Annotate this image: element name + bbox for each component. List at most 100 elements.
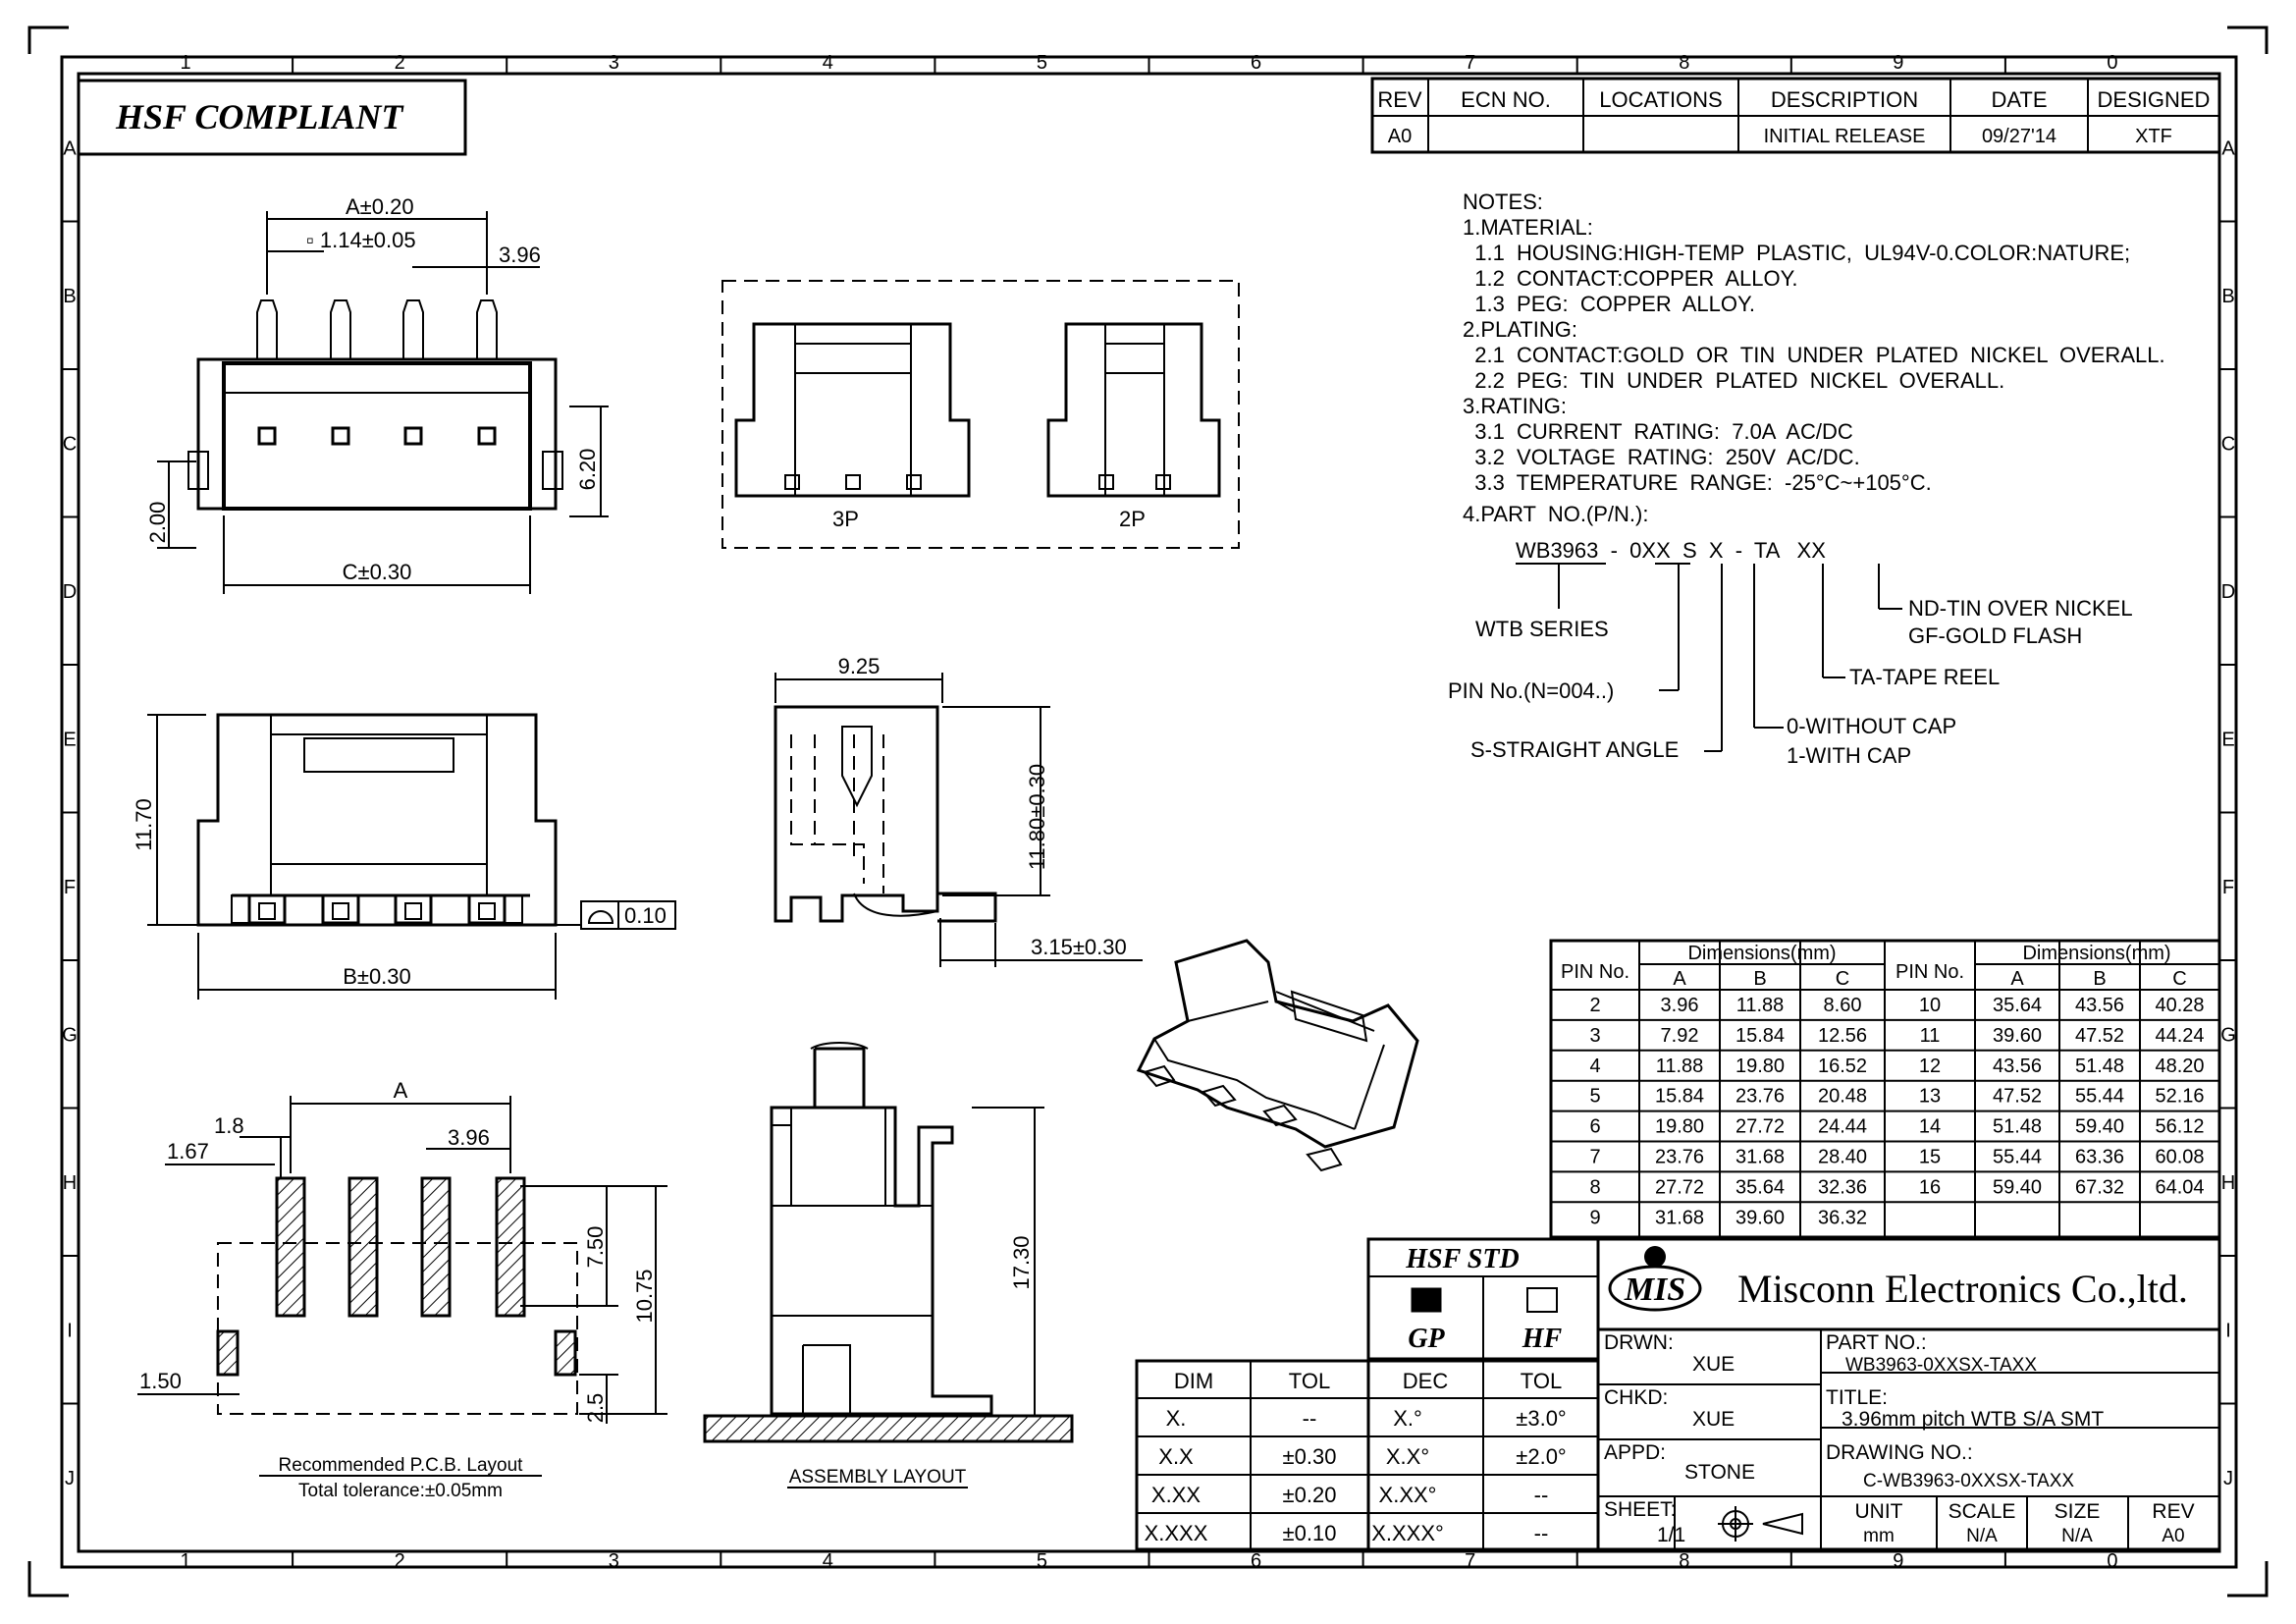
zone-row-label: I bbox=[67, 1320, 73, 1341]
pcb-dim-1075: 10.75 bbox=[632, 1269, 657, 1323]
zone-col-label: 1 bbox=[180, 52, 190, 74]
zone-row-label: C bbox=[63, 433, 77, 455]
pin-hole bbox=[331, 426, 350, 446]
notes-line: NOTES: bbox=[1463, 189, 1543, 214]
zone-row-label: B bbox=[63, 286, 76, 307]
table-header-dims: Dimensions(mm) bbox=[1687, 943, 1836, 964]
table-cell: 63.36 bbox=[2075, 1147, 2124, 1168]
zone-col-label: 9 bbox=[1893, 1550, 1903, 1572]
company-name: Misconn Electronics Co.,ltd. bbox=[1737, 1267, 2188, 1311]
table-cell: 59.40 bbox=[1993, 1176, 2042, 1198]
drawing-label: DRAWING NO.: bbox=[1826, 1441, 1973, 1464]
drwn-label: DRWN: bbox=[1604, 1331, 1674, 1354]
pcb-caption: Recommended P.C.B. Layout bbox=[279, 1455, 524, 1476]
table-cell: 40.28 bbox=[2155, 995, 2204, 1016]
pcb-peg-pad bbox=[554, 1329, 577, 1377]
gf-label: GF-GOLD FLASH bbox=[1908, 623, 2082, 648]
pcb-pad bbox=[420, 1176, 452, 1318]
table-cell: 7.92 bbox=[1661, 1025, 1699, 1047]
table-cell: 23.76 bbox=[1655, 1147, 1704, 1168]
label-3p: 3P bbox=[832, 507, 859, 531]
dim-square: ▫ 1.14±0.05 bbox=[306, 228, 416, 252]
designed-header: DESIGNED bbox=[2098, 87, 2211, 112]
gp-label: GP bbox=[1408, 1324, 1445, 1354]
part-code: WB3963 - 0XX S X - TA XX bbox=[1516, 538, 1826, 563]
zone-row-label: C bbox=[2221, 433, 2235, 455]
pcb-dim-150: 1.50 bbox=[139, 1369, 182, 1393]
zone-col-label: 4 bbox=[823, 1550, 833, 1572]
table-cell: 12.56 bbox=[1818, 1025, 1867, 1047]
table-cell: 48.20 bbox=[2155, 1056, 2204, 1077]
pin-label: PIN No.(N=004..) bbox=[1448, 678, 1614, 703]
table-cell: 13 bbox=[1919, 1086, 1941, 1108]
sheet-label: SHEET: bbox=[1604, 1498, 1677, 1521]
pin-tail bbox=[256, 299, 278, 359]
zone-row-label: A bbox=[63, 137, 77, 159]
tolerance-cell: ±0.20 bbox=[1283, 1483, 1337, 1507]
zone-row-label: H bbox=[63, 1172, 77, 1194]
tolerance-cell: ±2.0° bbox=[1516, 1444, 1566, 1469]
table-cell: 10 bbox=[1919, 995, 1941, 1016]
table-cell: 3 bbox=[1589, 1025, 1600, 1047]
tolerance-cell: X.XXX bbox=[1145, 1521, 1208, 1545]
tolerance-header: TOL bbox=[1521, 1369, 1562, 1393]
series-label: WTB SERIES bbox=[1475, 617, 1609, 641]
table-cell: 32.36 bbox=[1818, 1176, 1867, 1198]
tolerance-header: TOL bbox=[1289, 1369, 1330, 1393]
chkd-value: XUE bbox=[1692, 1408, 1735, 1431]
pcb-dim-18: 1.8 bbox=[214, 1113, 244, 1138]
zone-col-label: 4 bbox=[823, 52, 833, 74]
zone-col-label: 1 bbox=[180, 1550, 190, 1572]
pin-tail bbox=[476, 299, 498, 359]
table-cell: 51.48 bbox=[2075, 1056, 2124, 1077]
isometric-view bbox=[1136, 939, 1419, 1172]
tolerance-cell: X.° bbox=[1393, 1406, 1422, 1431]
table-cell: 8.60 bbox=[1824, 995, 1862, 1016]
top-view: A±0.20 ▫ 1.14±0.05 3.96 6.20 2.00 C±0.30 bbox=[145, 194, 609, 594]
table-cell: 47.52 bbox=[2075, 1025, 2124, 1047]
dimension-table: PIN No.PIN No.Dimensions(mm)Dimensions(m… bbox=[1549, 939, 2221, 1239]
title-value: 3.96mm pitch WTB S/A SMT bbox=[1842, 1408, 2104, 1431]
flatness-value: 0.10 bbox=[624, 903, 667, 928]
zone-col-label: 8 bbox=[1679, 1550, 1689, 1572]
pin-hole bbox=[477, 426, 497, 446]
zone-col-label: 2 bbox=[395, 52, 405, 74]
table-header-dims: Dimensions(mm) bbox=[2022, 943, 2170, 964]
pcb-pad bbox=[347, 1176, 379, 1318]
table-cell: 31.68 bbox=[1735, 1147, 1785, 1168]
tolerance-cell: ±0.30 bbox=[1283, 1444, 1337, 1469]
variant-views: 3P 2P bbox=[721, 280, 1240, 549]
hf-label: HF bbox=[1522, 1324, 1563, 1354]
size-value: N/A bbox=[2061, 1526, 2093, 1546]
assembly-layout: 17.30 ASSEMBLY LAYOUT bbox=[703, 1042, 1074, 1489]
notes-line: 1.MATERIAL: bbox=[1463, 215, 1593, 240]
dim-925: 9.25 bbox=[838, 654, 881, 678]
dim-315: 3.15±0.30 bbox=[1031, 935, 1127, 959]
tolerance-cell: X.XXX° bbox=[1371, 1521, 1444, 1545]
variant-2p: 2P bbox=[1046, 322, 1221, 531]
table-cell: 55.44 bbox=[2075, 1086, 2124, 1108]
table-cell: 36.32 bbox=[1818, 1207, 1867, 1228]
tolerance-cell: ±3.0° bbox=[1516, 1406, 1566, 1431]
table-cell: 24.44 bbox=[1818, 1116, 1867, 1138]
pcb-peg-pad bbox=[216, 1329, 240, 1377]
cap1-label: 1-WITH CAP bbox=[1787, 743, 1911, 768]
drawing-value: C-WB3963-0XXSX-TAXX bbox=[1863, 1471, 2074, 1491]
notes-line: 1.1 HOUSING:HIGH-TEMP PLASTIC, UL94V-0.C… bbox=[1463, 241, 2130, 265]
table-cell: 35.64 bbox=[1993, 995, 2042, 1016]
table-cell: 15 bbox=[1919, 1147, 1941, 1168]
company-logo: MIS bbox=[1608, 1246, 1702, 1312]
table-col-header: B bbox=[1753, 968, 1766, 990]
tolerance-cell: -- bbox=[1303, 1406, 1317, 1431]
table-cell: 16 bbox=[1919, 1176, 1941, 1198]
dim-200: 2.00 bbox=[145, 502, 170, 544]
notes-line: 4.PART NO.(P/N.): bbox=[1463, 502, 1648, 526]
zone-row-label: I bbox=[2225, 1320, 2231, 1341]
zone-row-label: J bbox=[65, 1468, 75, 1489]
date-header: DATE bbox=[1991, 87, 2047, 112]
table-cell: 15.84 bbox=[1735, 1025, 1785, 1047]
table-cell: 56.12 bbox=[2155, 1116, 2204, 1138]
table-cell: 16.52 bbox=[1818, 1056, 1867, 1077]
